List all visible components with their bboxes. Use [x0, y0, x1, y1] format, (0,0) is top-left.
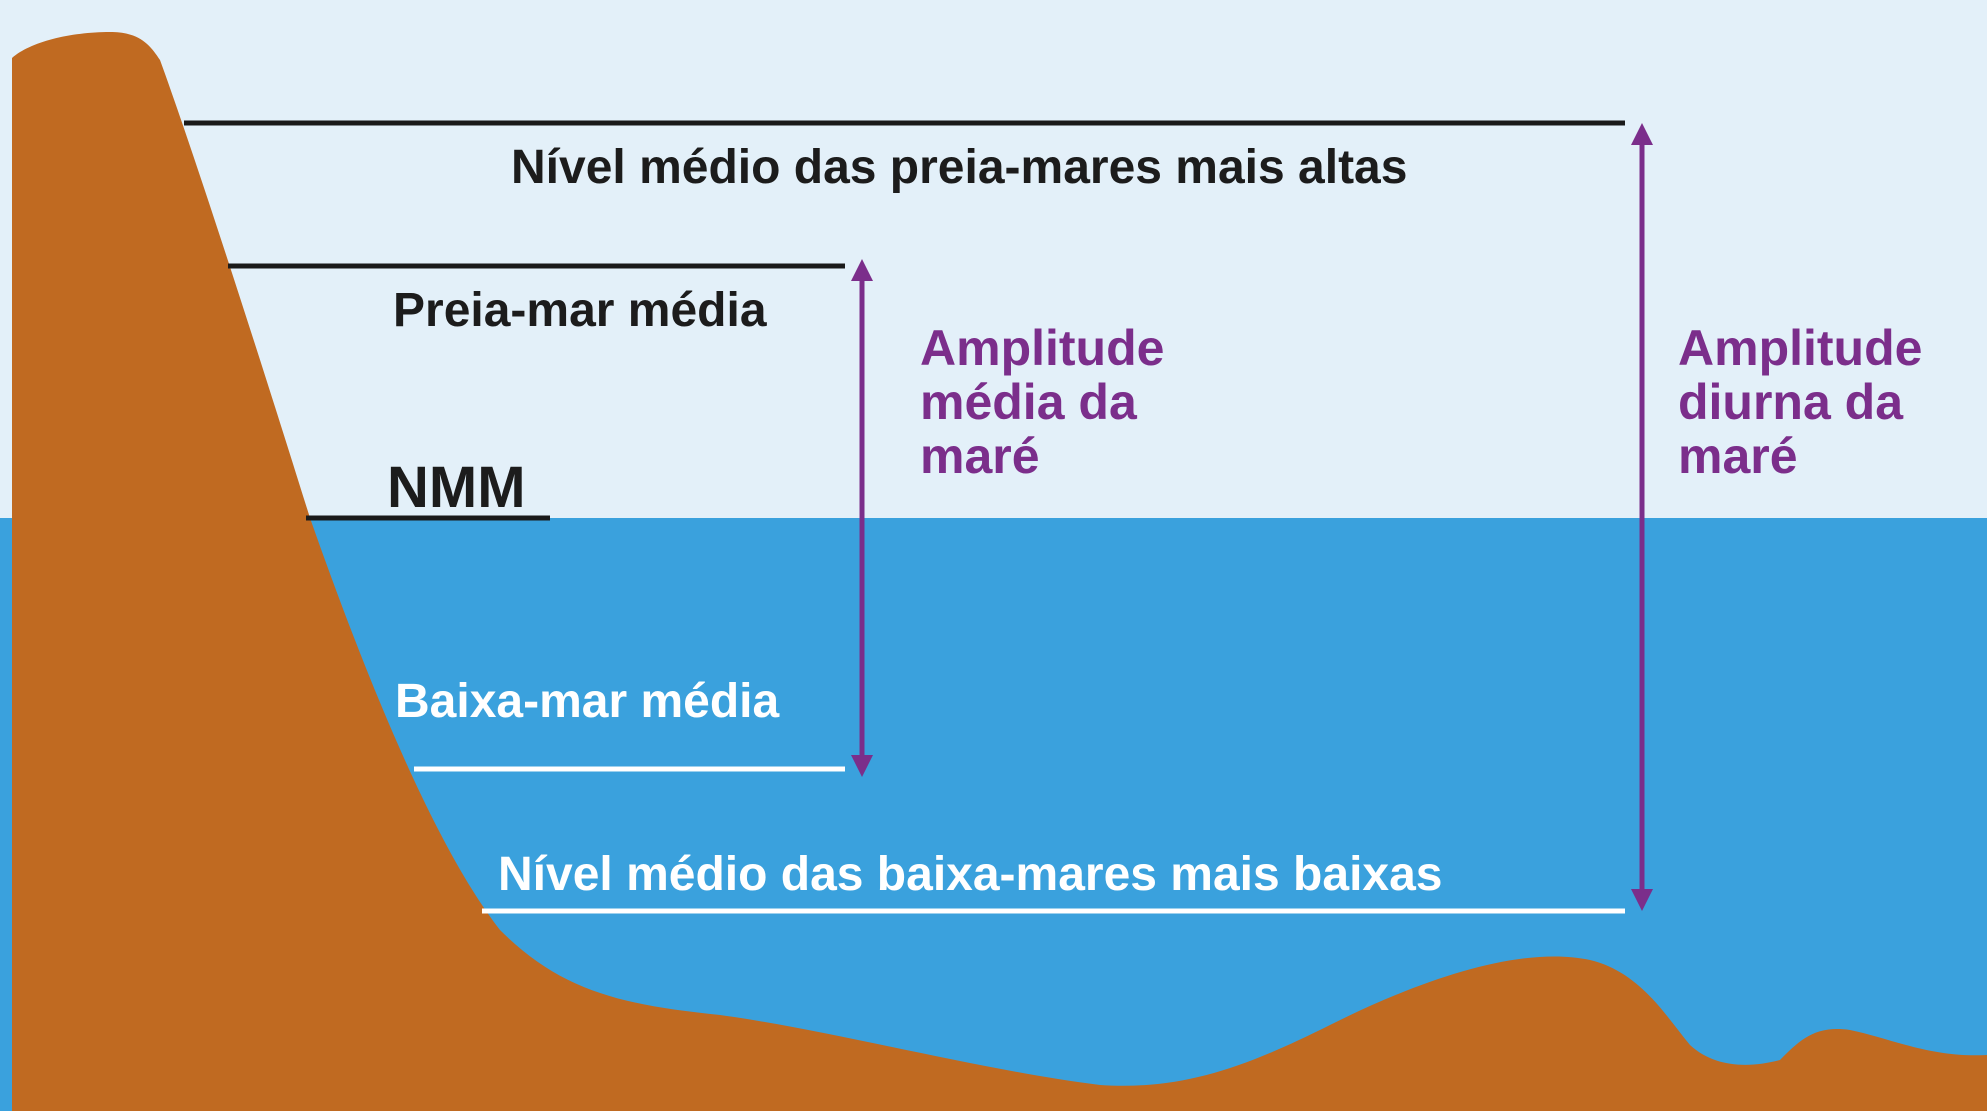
lowest-low-water-label: Nível médio das baixa-mares mais baixas: [498, 848, 1442, 901]
land-profile: [12, 32, 1987, 1111]
diurnal-range-label-line-1: Amplitude: [1678, 320, 1922, 376]
sky-region: [0, 0, 1987, 520]
mean-range-label-line-2: média da: [920, 374, 1138, 430]
mean-range-label-line-3: maré: [920, 428, 1040, 484]
mean-sea-level-label: NMM: [387, 455, 526, 520]
highest-high-water-label: Nível médio das preia-mares mais altas: [511, 141, 1407, 194]
diurnal-range-label-line-2: diurna da: [1678, 374, 1904, 430]
mean-range-label-line-1: Amplitude: [920, 320, 1164, 376]
diurnal-range-label-line-3: maré: [1678, 428, 1798, 484]
mean-high-water-label: Preia-mar média: [393, 284, 767, 337]
mean-low-water-label: Baixa-mar média: [395, 675, 779, 728]
